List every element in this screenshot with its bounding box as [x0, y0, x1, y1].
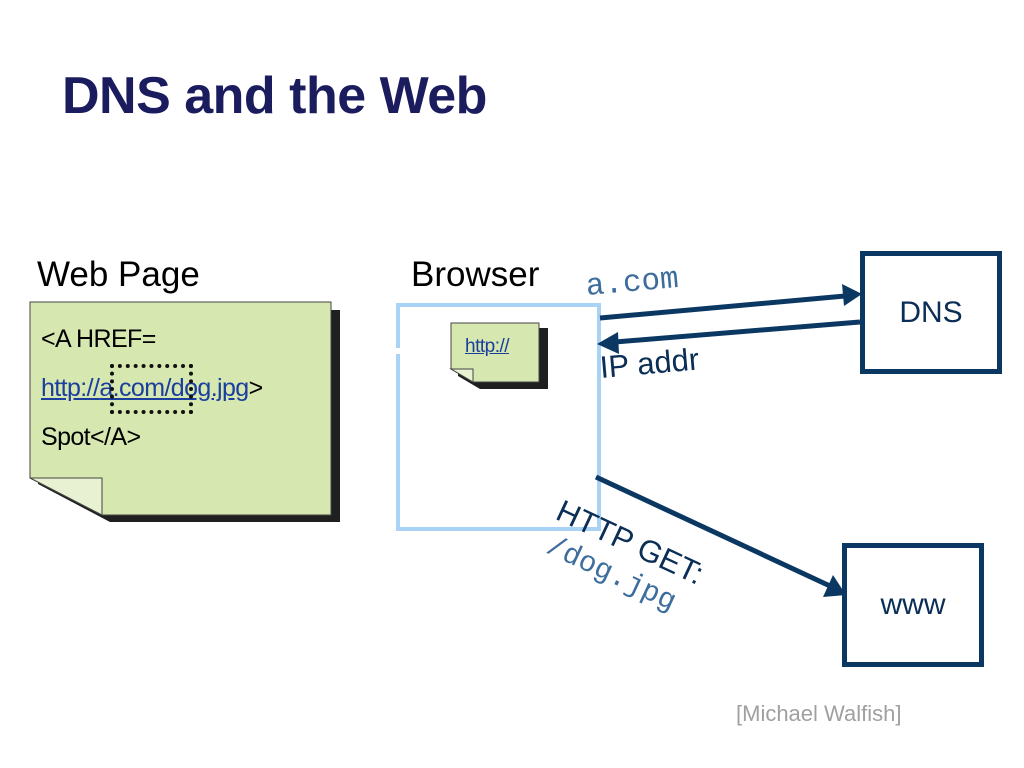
url-path[interactable]: /dog.jpg: [164, 374, 249, 402]
slide-title: DNS and the Web: [62, 67, 487, 125]
www-label: www: [880, 588, 946, 621]
dns-server-box: DNS: [860, 251, 1002, 374]
code-line-href: <A HREF=: [41, 325, 156, 353]
arrow-browser-to-dns-head: [842, 284, 862, 306]
browser-window: [396, 303, 601, 531]
arrow-dns-to-browser: [614, 319, 861, 345]
credit-text: [Michael Walfish]: [736, 701, 902, 726]
www-server-box: www: [842, 543, 984, 667]
url-close: >: [248, 374, 264, 402]
browser-label: Browser: [411, 255, 540, 294]
dns-label: DNS: [899, 295, 963, 329]
host-highlight-box: [110, 364, 193, 414]
browser-url-note-shape: [449, 322, 548, 389]
arrow-browser-to-www-head: [823, 575, 846, 597]
arrow-browser-to-www: [594, 474, 832, 589]
arrow-dns-to-browser-head: [597, 332, 619, 354]
web-page-label: Web Page: [37, 255, 200, 294]
arrow-browser-to-dns: [599, 293, 846, 321]
browser-url-text[interactable]: http://: [465, 336, 510, 357]
code-line-url: http://a.com/dog.jpg>: [41, 374, 263, 403]
url-scheme[interactable]: http://: [41, 374, 100, 402]
browser-edge-gap: [394, 348, 402, 354]
code-line-spot: Spot</A>: [41, 423, 141, 451]
web-page-note-shape: [29, 301, 340, 522]
